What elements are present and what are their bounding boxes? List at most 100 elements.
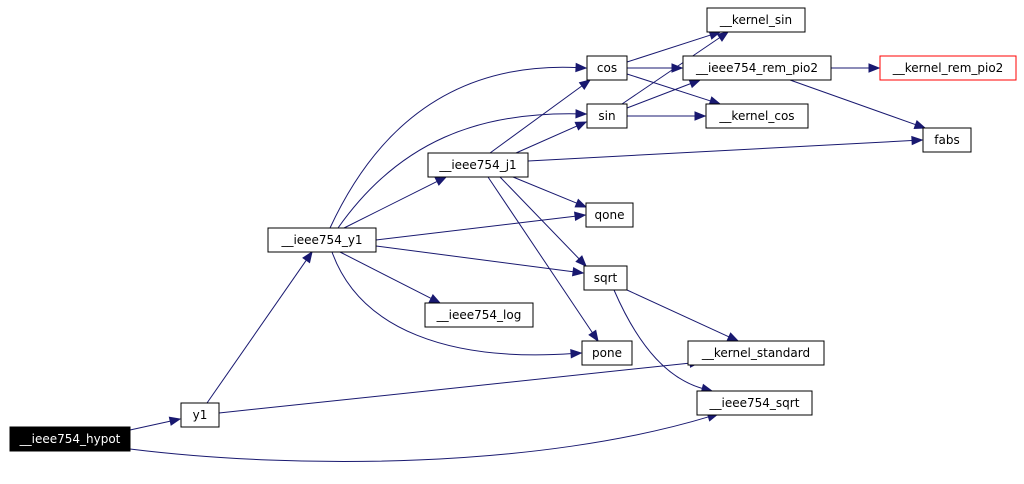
edge-line (129, 415, 711, 462)
edge-line (375, 215, 578, 241)
node-box (682, 55, 832, 81)
node-log[interactable]: __ieee754_log (424, 302, 534, 328)
node-sin[interactable]: sin (586, 103, 628, 129)
edge-arrowhead (716, 31, 730, 42)
node-ksin[interactable]: __kernel_sin (706, 7, 806, 33)
node-label: __kernel_cos (718, 109, 794, 123)
edge-arrowhead (578, 79, 592, 91)
edge-line (626, 289, 731, 339)
edge-arrowhead (574, 121, 588, 131)
node-j1[interactable]: __ieee754_j1 (427, 152, 529, 178)
edge-line (626, 33, 713, 63)
node-box (879, 55, 1017, 81)
edge-arrowhead (913, 120, 927, 129)
edge-j1-to-sqrt (499, 176, 587, 267)
node-box (585, 202, 634, 228)
edge-rempio2-to-krempio2 (831, 63, 881, 73)
node-box (706, 7, 806, 33)
edge-line (343, 180, 440, 229)
node-isqrt[interactable]: __ieee754_sqrt (696, 390, 813, 416)
edge-line (527, 139, 915, 162)
edge-arrowhead (574, 211, 587, 221)
node-box (586, 103, 628, 129)
edge-y1i-to-sin (337, 109, 588, 229)
edge-arrowhead (571, 266, 585, 277)
node-label: __ieee754_rem_pio2 (695, 61, 818, 75)
node-label: cos (597, 61, 617, 75)
edge-hypot-to-y1 (129, 416, 182, 431)
node-label: sqrt (594, 271, 618, 285)
edge-line (626, 73, 713, 103)
node-sqrt[interactable]: sqrt (583, 265, 628, 291)
node-cos[interactable]: cos (586, 55, 628, 81)
edge-rempio2-to-fabs (789, 79, 927, 129)
node-box (586, 55, 628, 81)
edge-line (331, 251, 574, 356)
node-label: __kernel_rem_pio2 (892, 61, 1004, 75)
edge-j1-to-pone (487, 176, 599, 343)
node-qone[interactable]: qone (585, 202, 634, 228)
node-label: __ieee754_hypot (19, 432, 121, 446)
edge-arrowhead (694, 111, 707, 121)
edge-arrowhead (434, 176, 448, 186)
edge-arrowhead (868, 63, 881, 73)
node-box (705, 103, 809, 129)
node-kcos[interactable]: __kernel_cos (705, 103, 809, 129)
node-rempio2[interactable]: __ieee754_rem_pio2 (682, 55, 832, 81)
edge-y1-to-y1i (206, 250, 313, 404)
edge-line (337, 113, 579, 229)
edge-arrowhead (428, 294, 442, 304)
node-fabs[interactable]: fabs (922, 127, 972, 153)
edge-arrowhead (726, 332, 740, 342)
edge-line (489, 84, 584, 154)
node-box (583, 265, 628, 291)
node-y1i[interactable]: __ieee754_y1 (267, 227, 377, 253)
edge-arrowhead (588, 329, 599, 343)
edge-y1i-to-cos (329, 62, 588, 229)
node-label: __ieee754_sqrt (709, 396, 800, 410)
node-label: y1 (193, 408, 208, 422)
node-box (581, 340, 633, 366)
edge-line (613, 289, 705, 390)
edge-arrowhead (575, 109, 588, 119)
edge-arrowhead (911, 135, 924, 146)
edge-j1-to-cos (489, 79, 592, 154)
edge-arrowhead (671, 63, 684, 73)
edge-cos-to-rempio2 (627, 63, 684, 73)
node-krempio2[interactable]: __kernel_rem_pio2 (879, 55, 1017, 81)
edge-y1i-to-log (339, 251, 442, 304)
node-y1[interactable]: y1 (180, 402, 220, 428)
node-box (427, 152, 529, 178)
edge-arrowhead (570, 348, 583, 359)
node-label: pone (592, 346, 622, 360)
edge-j1-to-qone (512, 176, 588, 208)
node-box (687, 340, 825, 366)
edge-arrowhead (168, 416, 182, 426)
edge-line (626, 82, 693, 109)
edge-arrowhead (575, 62, 588, 73)
node-box (696, 390, 813, 416)
edge-sin-to-ksin (621, 31, 730, 105)
edge-line (206, 258, 308, 404)
edge-j1-to-sin (515, 121, 588, 154)
edge-arrowhead (688, 79, 702, 89)
edge-y1i-to-qone (375, 211, 587, 241)
edge-line (218, 362, 693, 414)
edge-line (329, 66, 579, 229)
nodes-layer: __ieee754_hypot y1 __ieee754_y1 __ieee754_j… (9, 7, 1017, 452)
edge-sqrt-to-kstandard (626, 289, 740, 342)
node-pone[interactable]: pone (581, 340, 633, 366)
node-label: qone (595, 208, 625, 222)
edge-line (339, 251, 434, 300)
node-box (922, 127, 972, 153)
edge-line (375, 245, 576, 273)
edge-line (129, 420, 173, 431)
node-hypot[interactable]: __ieee754_hypot (9, 426, 131, 452)
node-box (9, 426, 131, 452)
node-box (180, 402, 220, 428)
edge-y1-to-kstandard (218, 358, 702, 414)
node-kstandard[interactable]: __kernel_standard (687, 340, 825, 366)
node-box (267, 227, 377, 253)
edge-line (789, 79, 918, 126)
edge-line (499, 176, 581, 261)
